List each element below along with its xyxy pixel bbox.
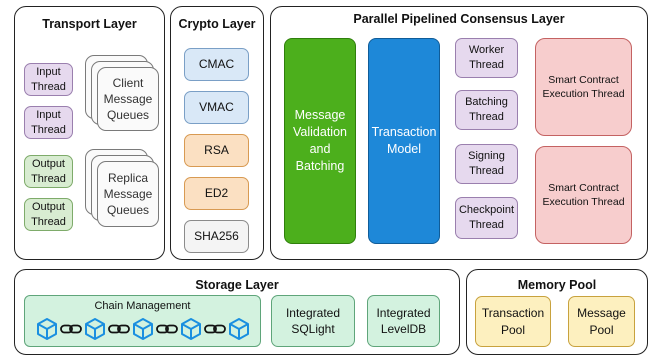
transport-layer-title: Transport Layer (42, 17, 137, 31)
checkpoint-thread: Checkpoint Thread (455, 197, 518, 239)
crypto-vmac: VMAC (184, 91, 249, 124)
storage-layer-title: Storage Layer (195, 278, 279, 292)
signing-thread: Signing Thread (455, 144, 518, 184)
chain-link-icon (108, 324, 121, 334)
chain-link-icon (156, 324, 169, 334)
consensus-layer-title: Parallel Pipelined Consensus Layer (353, 12, 565, 26)
input-thread-1: Input Thread (24, 63, 73, 96)
message-validation-batching: Message Validation and Batching (284, 38, 356, 244)
blockchain-chain-icon (37, 318, 249, 340)
client-message-queues: Client Message Queues (97, 67, 159, 131)
chain-management-label: Chain Management (94, 300, 191, 312)
integrated-sqlight: Integrated SQLight (271, 295, 355, 347)
chain-management: Chain Management (24, 295, 261, 347)
transaction-pool: Transaction Pool (475, 296, 551, 347)
crypto-ed2: ED2 (184, 177, 249, 210)
worker-thread: Worker Thread (455, 38, 518, 78)
integrated-leveldb: Integrated LevelDB (367, 295, 440, 347)
smart-contract-thread-2: Smart Contract Execution Thread (535, 146, 632, 244)
memory-pool-title: Memory Pool (517, 278, 597, 292)
chain-link-icon (204, 324, 217, 334)
output-thread-1: Output Thread (24, 155, 73, 188)
crypto-sha256: SHA256 (184, 220, 249, 253)
crypto-layer-title: Crypto Layer (178, 17, 256, 31)
crypto-rsa: RSA (184, 134, 249, 167)
smart-contract-thread-1: Smart Contract Execution Thread (535, 38, 632, 136)
message-pool: Message Pool (568, 296, 635, 347)
batching-thread: Batching Thread (455, 90, 518, 130)
output-thread-2: Output Thread (24, 198, 73, 231)
input-thread-2: Input Thread (24, 106, 73, 139)
replica-message-queues: Replica Message Queues (97, 161, 159, 227)
crypto-cmac: CMAC (184, 48, 249, 81)
transaction-model: Transaction Model (368, 38, 440, 244)
chain-link-icon (60, 324, 73, 334)
